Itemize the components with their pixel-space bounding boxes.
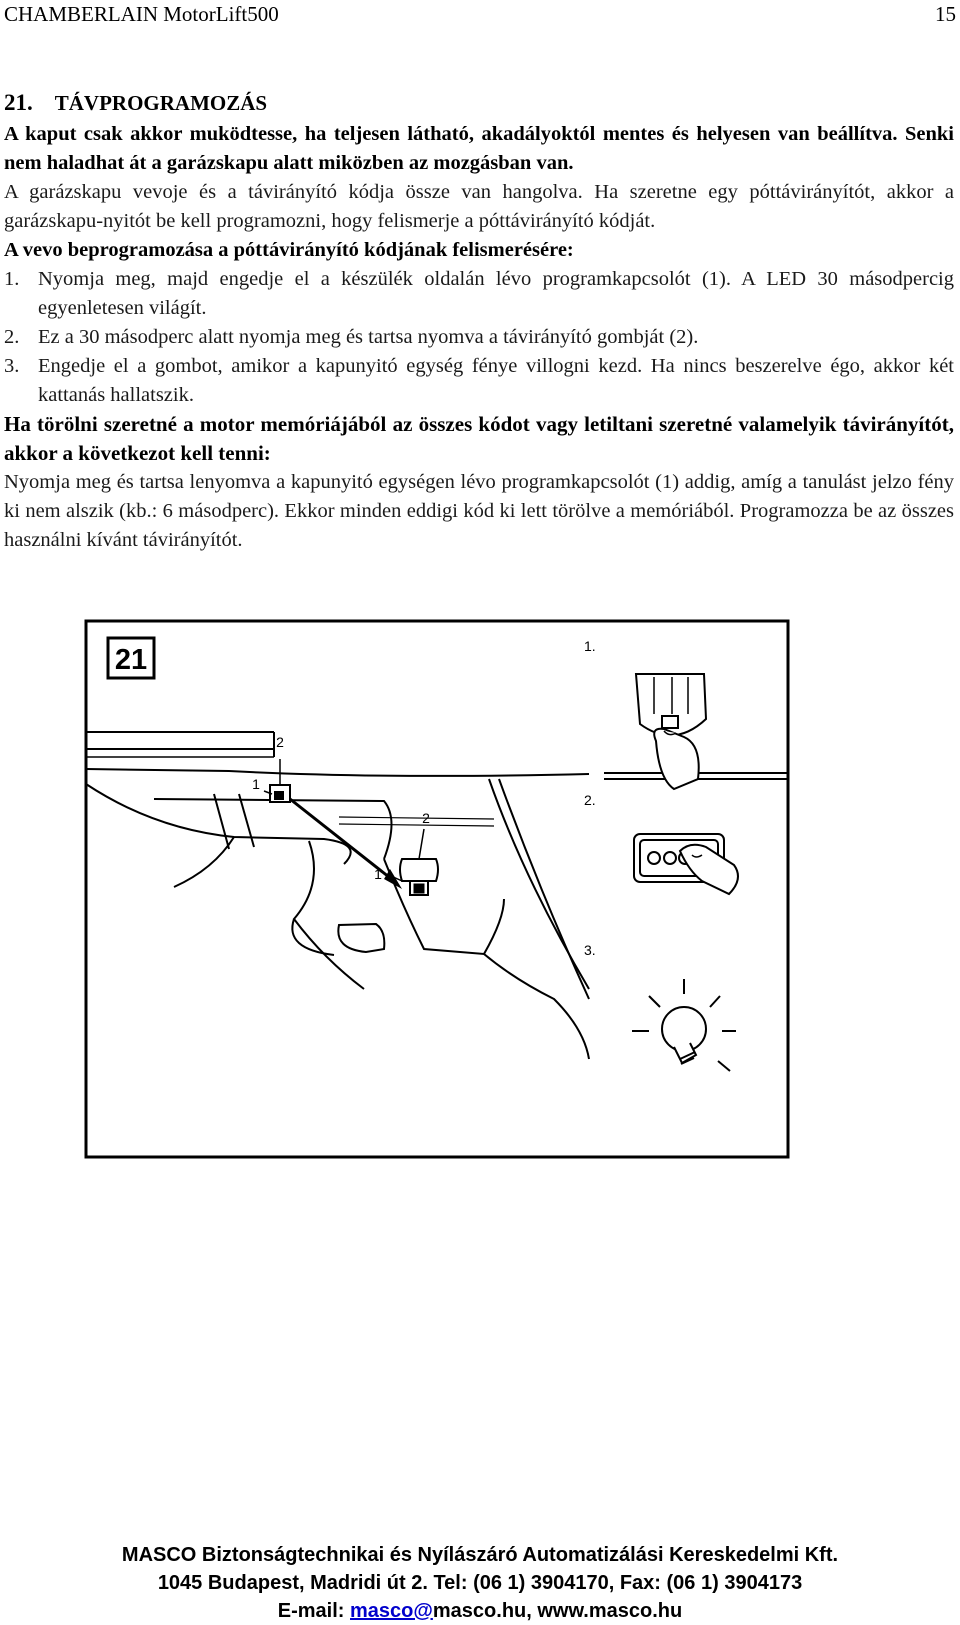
section-content: 21. TÁVPROGRAMOZÁS A kaput csak akkor muk… — [4, 88, 954, 555]
figure-number-box — [106, 636, 156, 680]
company-address: 1045 Budapest, Madridi út 2. Tel: (06 1)… — [157, 1572, 803, 1594]
step-text: Engedje el a gombot, amikor a kapunyitó … — [38, 355, 954, 406]
erase-paragraph: Nyomja meg és tartsa lenyomva a kapunyit… — [4, 471, 954, 551]
label-1-detail: 1 — [374, 866, 382, 882]
safety-warning: A kaput csak akkor muködtesse, ha teljes… — [4, 123, 954, 174]
programming-subheading: A vevo beprogramozása a póttávirányító k… — [4, 239, 574, 261]
figure-number: 21 — [115, 644, 147, 676]
press-button-illustration — [604, 673, 788, 791]
step-number: 1. — [4, 268, 20, 290]
step-1-label: 1. — [584, 638, 596, 654]
document-title: CHAMBERLAIN MotorLift500 — [4, 2, 279, 26]
label-2-detail: 2 — [422, 810, 430, 826]
page-footer: MASCO Biztonságtechnikai és Nyílászáró A… — [0, 1541, 960, 1625]
email-link[interactable]: masco@ — [350, 1600, 433, 1622]
step-text: Nyomja meg, majd engedje el a készülék o… — [38, 268, 954, 319]
label-2-top: 2 — [276, 734, 284, 750]
company-name: MASCO Biztonságtechnikai és Nyílászáró A… — [121, 1544, 839, 1566]
label-1-top: 1 — [252, 776, 260, 792]
erase-heading: Ha törölni szeretné a motor memóriájából… — [4, 412, 954, 465]
detail-arrow — [289, 797, 402, 889]
step-number: 2. — [4, 326, 20, 348]
step-text: Ez a 30 másodperc alatt nyomja meg és ta… — [38, 326, 699, 348]
program-button-detail — [388, 828, 439, 896]
garage-door-rail — [86, 731, 275, 758]
page-number: 15 — [935, 2, 956, 26]
step-item: 2. Ez a 30 másodperc alatt nyomja meg és… — [4, 323, 954, 352]
programming-figure: 21 2 1 — [84, 619, 790, 1159]
section-number: 21. — [4, 90, 33, 115]
step-2-label: 2. — [584, 792, 596, 808]
program-button — [263, 759, 291, 803]
light-bulb-icon — [632, 979, 736, 1072]
email-label: E-mail: — [277, 1600, 345, 1622]
remote-control-illustration — [633, 833, 739, 896]
step-3-label: 3. — [584, 942, 596, 958]
email-rest: masco.hu, www.masco.hu — [432, 1600, 683, 1622]
step-number: 3. — [4, 355, 20, 377]
step-item: 1. Nyomja meg, majd engedje el a készülé… — [4, 265, 954, 323]
section-title: TÁVPROGRAMOZÁS — [54, 91, 268, 115]
page-header: CHAMBERLAIN MotorLift500 15 — [0, 0, 960, 28]
contact-line: E-mail: masco@masco.hu, www.masco.hu — [0, 1597, 960, 1625]
section-heading: 21. TÁVPROGRAMOZÁS — [4, 88, 954, 120]
step-item: 3. Engedje el a gombot, amikor a kapunyi… — [4, 352, 954, 410]
opener-unit-drawing — [85, 768, 590, 1060]
intro-paragraph: A garázskapu vevoje és a távirányító kód… — [4, 181, 954, 232]
